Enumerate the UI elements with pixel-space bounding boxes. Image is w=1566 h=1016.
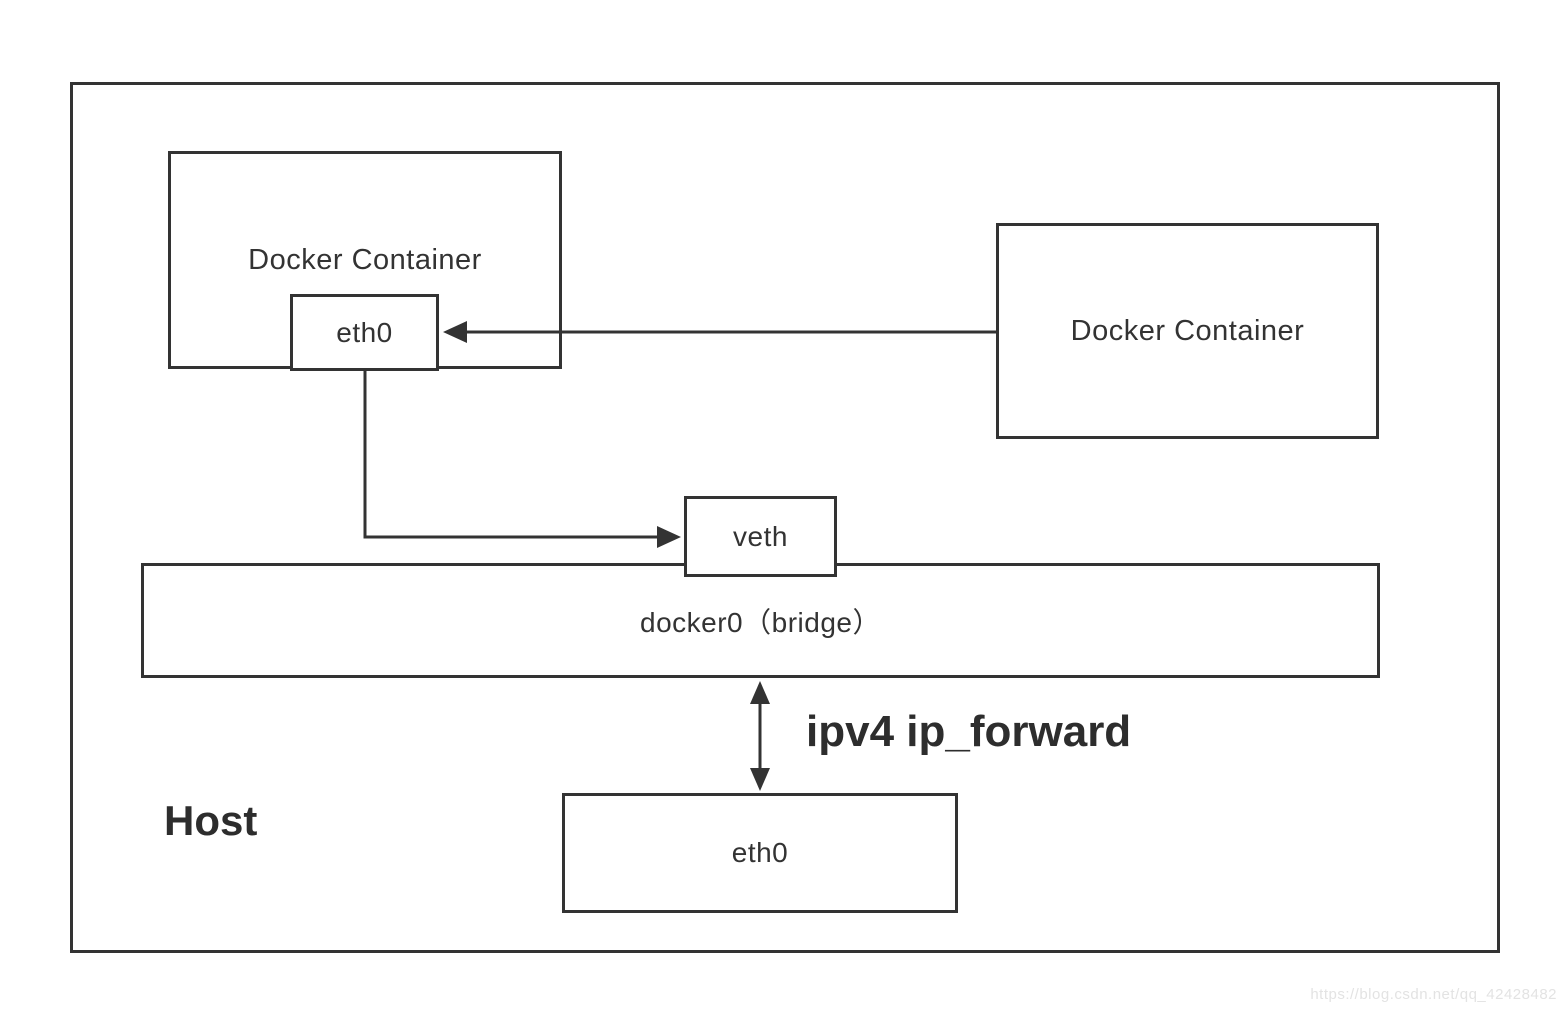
host-box xyxy=(70,82,1500,953)
ip-forward-label: ipv4 ip_forward xyxy=(806,707,1132,756)
docker-container-left-label: Docker Container xyxy=(248,243,482,276)
docker0-bridge-label: docker0（bridge） xyxy=(640,606,881,638)
docker0-bridge-box: docker0（bridge） xyxy=(141,563,1380,678)
docker-container-right-label: Docker Container xyxy=(1070,314,1305,347)
docker-container-right-box: Docker Container xyxy=(996,223,1379,439)
host-eth0-box: eth0 xyxy=(562,793,958,913)
veth-box: veth xyxy=(684,496,837,577)
container-eth0-box: eth0 xyxy=(290,294,439,371)
host-eth0-label: eth0 xyxy=(731,837,789,868)
watermark-text: https://blog.csdn.net/qq_42428482 xyxy=(1310,986,1557,1003)
host-title-label: Host xyxy=(164,797,258,844)
veth-label: veth xyxy=(733,520,788,552)
container-eth0-label: eth0 xyxy=(336,316,393,348)
